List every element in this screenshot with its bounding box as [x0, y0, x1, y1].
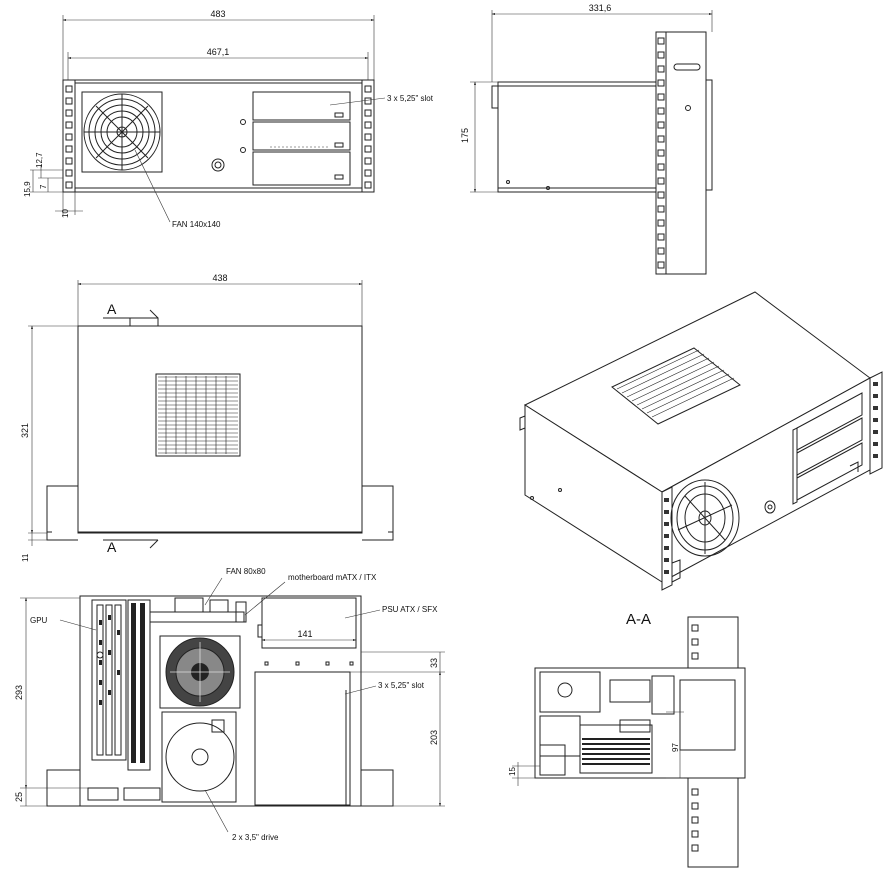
interior-motherboard — [127, 597, 247, 771]
top-vent-grille — [155, 373, 241, 457]
dim-467-1: 467,1 — [207, 47, 230, 57]
dim-175: 175 — [460, 128, 470, 143]
top-body — [77, 325, 363, 534]
dim-293: 293 — [14, 685, 24, 700]
label-psu: PSU ATX / SFX — [382, 605, 438, 614]
dim-97: 97 — [671, 743, 680, 752]
label-fan-140: FAN 140x140 — [172, 220, 221, 229]
front-panel — [62, 79, 375, 193]
dim-438: 438 — [212, 273, 227, 283]
section-heatsink — [579, 719, 653, 774]
front-left-rack-ear — [62, 79, 76, 193]
dim-15: 15 — [508, 767, 517, 776]
dim-203: 203 — [429, 730, 439, 745]
section-mark-a-top: A — [107, 301, 117, 317]
dim-483: 483 — [210, 9, 225, 19]
side-body — [497, 81, 657, 193]
interior-psu: 141 — [257, 597, 357, 649]
front-right-rack-ear — [361, 79, 375, 193]
front-fan-140 — [81, 91, 163, 173]
isometric-view — [519, 291, 883, 591]
section-chassis — [534, 667, 746, 779]
interior-gpu-area — [91, 599, 127, 761]
section-mark-a-bottom: A — [107, 539, 117, 555]
interior-drives — [161, 711, 237, 803]
dim-331-6: 331,6 — [589, 3, 612, 13]
section-title: A-A — [626, 611, 651, 628]
section-view: A-A 97 — [508, 611, 746, 868]
dim-33: 33 — [429, 658, 439, 668]
dim-321: 321 — [20, 423, 30, 438]
label-slot-front: 3 x 5,25" slot — [387, 94, 434, 103]
front-drive-bays — [252, 91, 351, 186]
interior-5-25-bay — [254, 671, 351, 806]
interior-fan-80 — [159, 635, 241, 709]
dim-7: 7 — [39, 184, 48, 189]
dim-141: 141 — [297, 629, 312, 639]
dim-10: 10 — [61, 209, 70, 218]
label-motherboard: motherboard mATX / ITX — [288, 573, 377, 582]
side-view: 331,6 175 — [460, 3, 713, 275]
front-view: 483 467,1 — [23, 9, 434, 229]
iso-fan — [670, 479, 740, 557]
interior-view: 141 FAN 80x80 motherboard mATX / ITX GPU… — [14, 567, 445, 842]
dim-25: 25 — [14, 792, 24, 802]
label-slot-interior: 3 x 5,25" slot — [378, 681, 425, 690]
label-fan-80: FAN 80x80 — [226, 567, 266, 576]
dim-11: 11 — [21, 553, 30, 562]
iso-drive-bays — [792, 392, 863, 505]
iso-top-vent — [611, 347, 741, 425]
label-drive: 2 x 3,5" drive — [232, 833, 279, 842]
front-power-connector — [211, 158, 225, 172]
dim-15-9: 15,9 — [23, 181, 32, 197]
top-view: 438 A 321 11 A — [20, 273, 394, 562]
interior-enclosure — [79, 595, 362, 807]
dim-12-7: 12,7 — [35, 152, 44, 168]
label-gpu: GPU — [30, 616, 48, 625]
